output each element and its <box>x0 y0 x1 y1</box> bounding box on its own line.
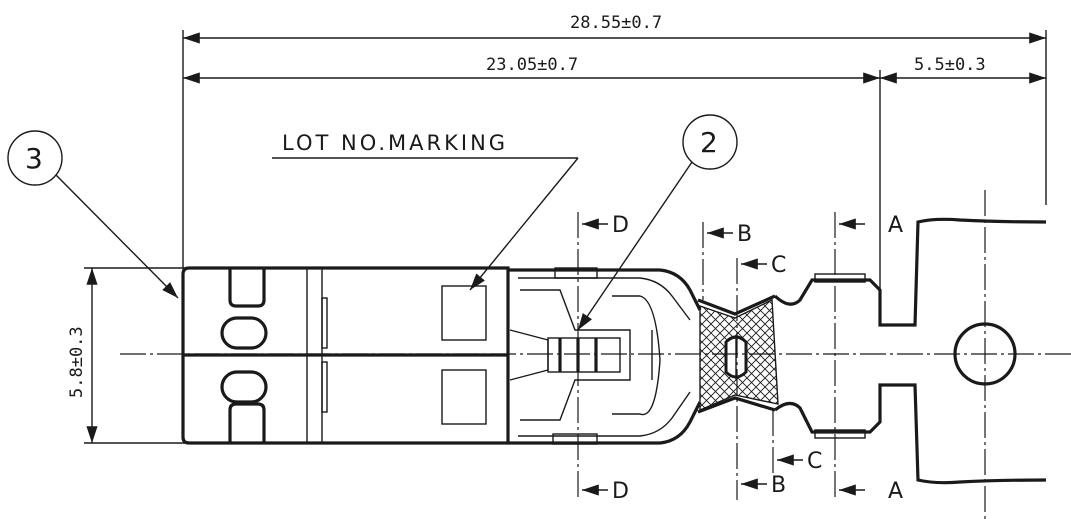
dim-tail-length: 5.5±0.3 <box>914 55 986 75</box>
section-marker-d-top: D <box>582 213 629 238</box>
dimension-height: 5.8±0.3 <box>67 268 98 443</box>
balloon-item-2: 2 <box>577 114 738 331</box>
section-d-bottom-label: D <box>612 479 629 504</box>
extension-lines <box>84 30 1047 444</box>
insulation-barrel <box>773 217 1047 485</box>
terminal-body <box>181 266 510 445</box>
contact-section <box>508 267 702 445</box>
balloon-3-text: 3 <box>25 142 43 175</box>
dim-overall-length: 28.55±0.7 <box>570 13 662 33</box>
section-marker-d-bottom: D <box>582 479 629 504</box>
dimension-body: 23.05±0.7 <box>183 55 880 84</box>
section-a-bottom-label: A <box>888 479 903 504</box>
lot-marking-label: LOT NO.MARKING <box>282 131 508 155</box>
lot-marking-callout: LOT NO.MARKING <box>272 131 579 291</box>
section-marker-c-bottom: C <box>777 449 822 474</box>
balloon-item-3: 3 <box>7 130 179 299</box>
dimension-tail: 5.5±0.3 <box>880 55 1046 84</box>
section-lines <box>577 190 986 519</box>
crimp-barrel <box>697 294 779 414</box>
section-marker-b-bottom: B <box>741 473 786 498</box>
section-marker-a-bottom: A <box>839 479 903 504</box>
dimension-overall: 28.55±0.7 <box>183 13 1046 44</box>
balloon-2-text: 2 <box>700 126 718 159</box>
section-c-bottom-label: C <box>807 449 822 474</box>
section-d-top-label: D <box>612 213 629 238</box>
section-marker-a-top: A <box>839 213 903 238</box>
section-b-bottom-label: B <box>771 473 786 498</box>
section-marker-c-top: C <box>741 253 786 278</box>
section-marker-b-top: B <box>707 222 752 247</box>
section-c-top-label: C <box>771 253 786 278</box>
section-a-top-label: A <box>888 213 903 238</box>
dim-height: 5.8±0.3 <box>67 326 87 398</box>
section-b-top-label: B <box>737 222 752 247</box>
dim-body-length: 23.05±0.7 <box>486 55 578 75</box>
